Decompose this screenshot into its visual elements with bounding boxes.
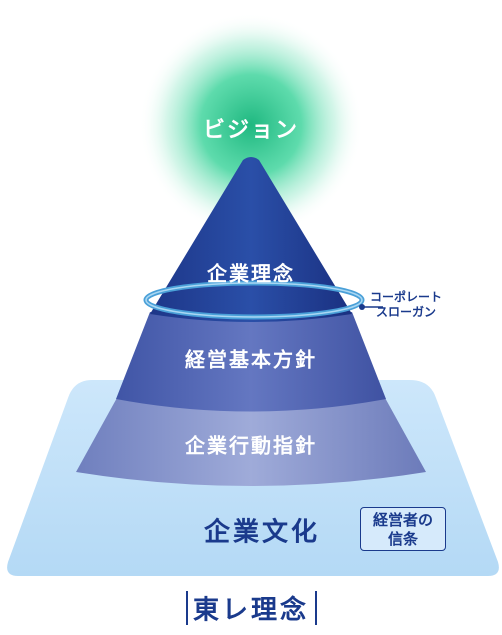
- management-belief-badge: 経営者の 信条: [360, 507, 446, 551]
- basic-policy-tier: [116, 312, 386, 412]
- conduct-guidelines-tier: [76, 396, 426, 486]
- management-belief-line-1: 経営者の: [372, 511, 433, 529]
- corporate-slogan-label: コーポレート スローガン: [370, 290, 442, 320]
- corporate-slogan-line-2: スローガン: [375, 305, 437, 319]
- vision-label: ビジョン: [202, 118, 300, 143]
- title-right-bar: [315, 591, 317, 625]
- corporate-culture-label: 企業文化: [203, 517, 321, 548]
- vision-glow: [139, 13, 363, 237]
- management-belief-line-2: 信条: [387, 530, 418, 548]
- slogan-ring-highlight: [145, 282, 363, 318]
- corporate-philosophy-tier: [150, 157, 352, 322]
- title-left-bar: [186, 591, 188, 625]
- conduct-guidelines-label: 企業行動指針: [185, 433, 317, 458]
- page-title: 東レ理念: [192, 595, 310, 626]
- corporate-philosophy-label: 企業理念: [207, 261, 295, 286]
- corporate-slogan-line-1: コーポレート: [369, 290, 443, 304]
- basic-policy-label: 経営基本方針: [185, 347, 317, 372]
